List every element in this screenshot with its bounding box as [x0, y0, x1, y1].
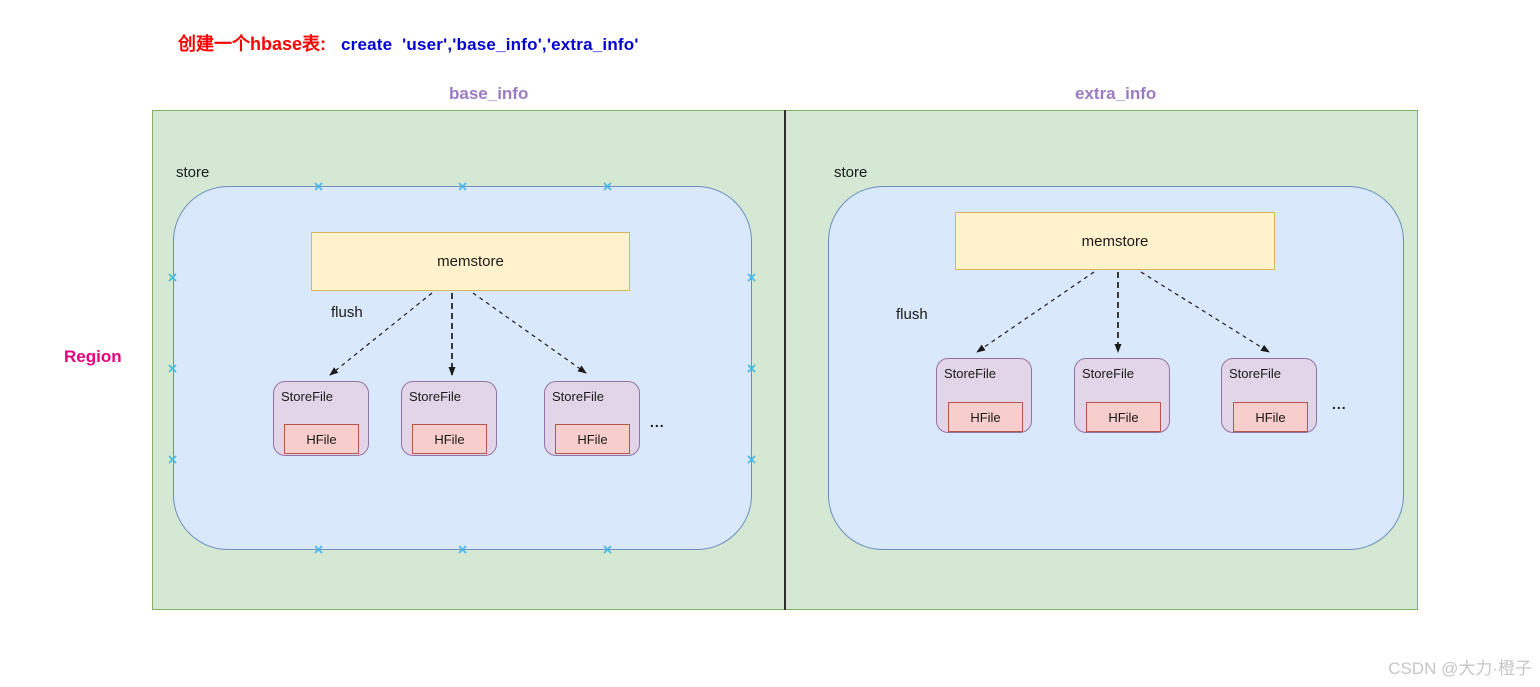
- title: 创建一个hbase表: create 'user','base_info','e…: [178, 30, 639, 56]
- hfile-label: HFile: [306, 431, 337, 447]
- storefile-box: StoreFile HFile: [936, 358, 1032, 433]
- storefile-label: StoreFile: [281, 389, 334, 404]
- storefile-label: StoreFile: [944, 366, 997, 381]
- hfile-box: HFile: [1233, 402, 1308, 432]
- hfile-box: HFile: [948, 402, 1023, 432]
- memstore-label-left: memstore: [437, 253, 504, 270]
- hfile-box: HFile: [412, 424, 487, 454]
- memstore-label-right: memstore: [1081, 232, 1149, 250]
- create-table-command: create 'user','base_info','extra_info': [341, 35, 639, 54]
- store-label-right: store: [834, 164, 868, 181]
- ellipsis-left: ...: [650, 414, 665, 430]
- region-label: Region: [64, 347, 122, 366]
- storefile-box: StoreFile HFile: [1221, 358, 1317, 433]
- hfile-label: HFile: [1108, 409, 1139, 425]
- cf-header-base-info: base_info: [449, 84, 529, 103]
- store-label-left: store: [176, 164, 210, 181]
- hfile-box: HFile: [555, 424, 630, 454]
- storefile-box: StoreFile HFile: [1074, 358, 1170, 433]
- storefile-box: StoreFile HFile: [273, 381, 369, 456]
- storefile-box: StoreFile HFile: [544, 381, 640, 456]
- title-label-zh: 创建一个hbase表:: [178, 34, 327, 54]
- hfile-label: HFile: [434, 431, 465, 447]
- cf-header-extra-info: extra_info: [1075, 84, 1157, 103]
- watermark: CSDN @大力·橙子: [1388, 659, 1532, 678]
- hfile-label: HFile: [970, 409, 1001, 425]
- storefile-label: StoreFile: [409, 389, 462, 404]
- memstore-box-right: memstore: [955, 212, 1275, 270]
- hfile-label: HFile: [577, 431, 608, 447]
- storefile-label: StoreFile: [1082, 366, 1135, 381]
- memstore-box-left: memstore: [311, 232, 630, 291]
- storefile-label: StoreFile: [552, 389, 605, 404]
- hfile-box: HFile: [1086, 402, 1161, 432]
- flush-label-right: flush: [896, 306, 928, 323]
- storefile-box: StoreFile HFile: [401, 381, 497, 456]
- flush-label-left: flush: [331, 304, 363, 321]
- ellipsis-right: ...: [1332, 396, 1347, 412]
- hfile-label: HFile: [1255, 409, 1286, 425]
- storefile-label: StoreFile: [1229, 366, 1282, 381]
- hfile-box: HFile: [284, 424, 359, 454]
- panel-divider: [784, 110, 786, 610]
